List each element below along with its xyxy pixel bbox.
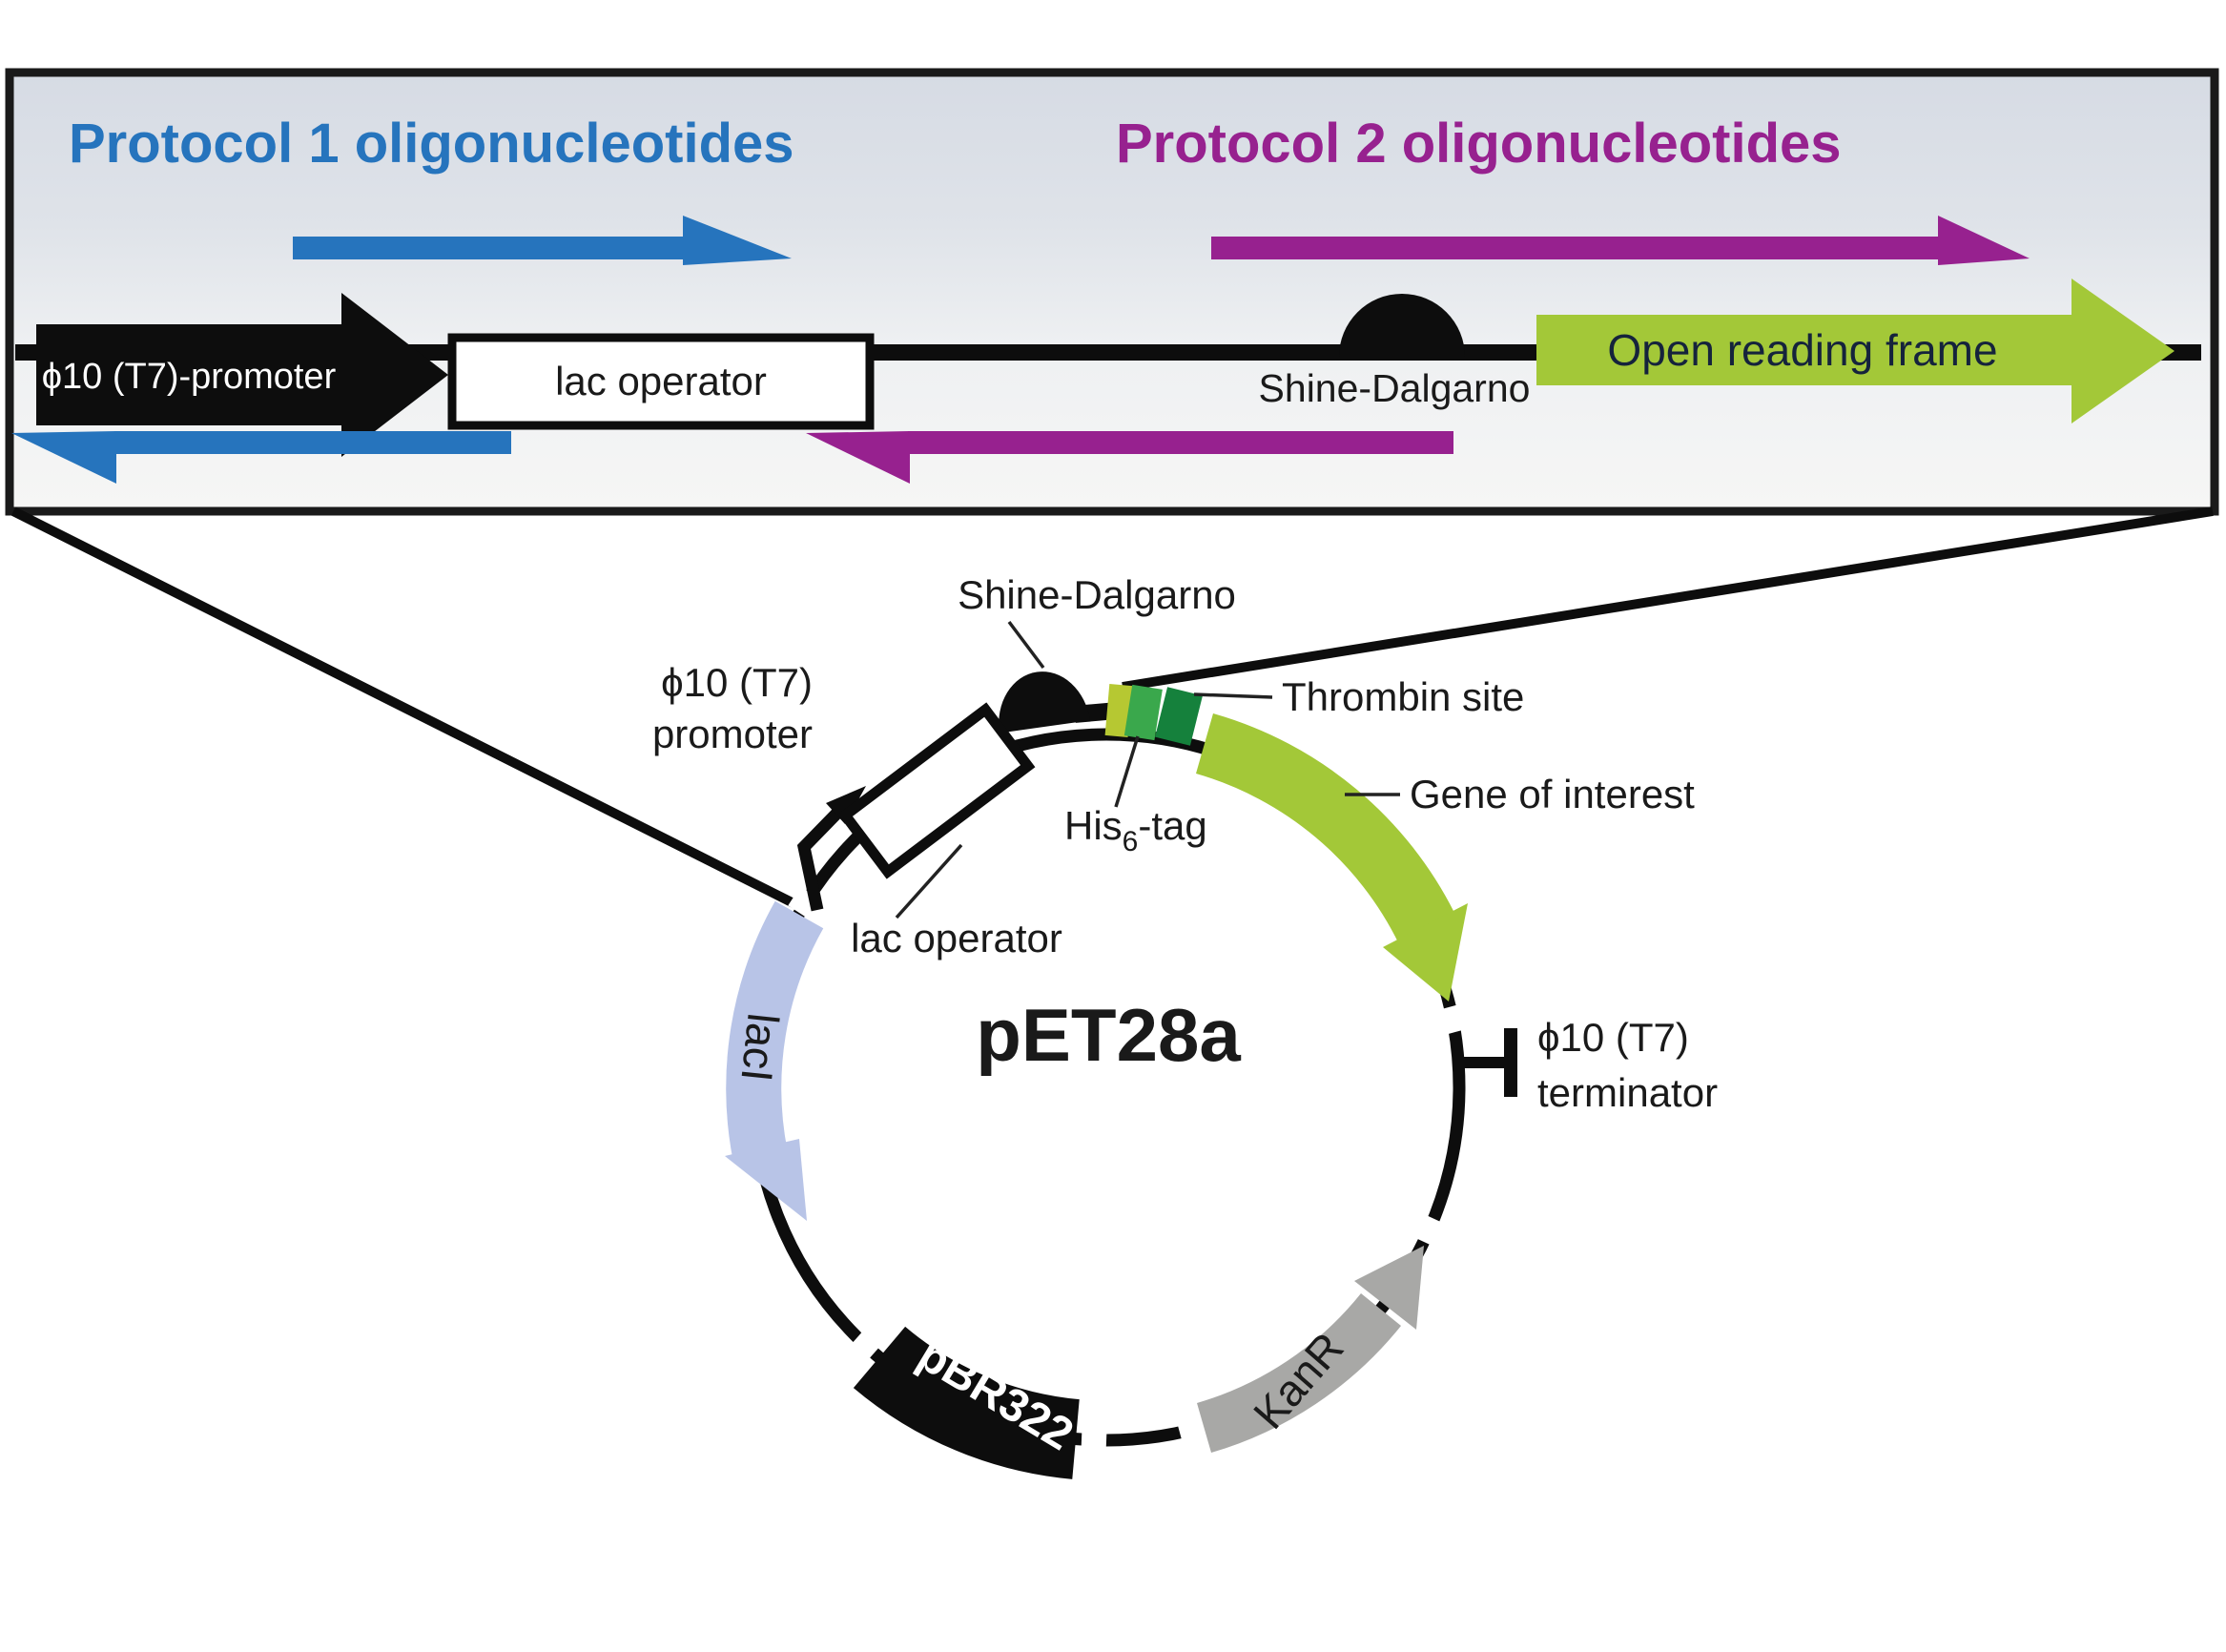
zoom-connector-right xyxy=(1122,506,2214,692)
his-tag-segment-outer xyxy=(1104,684,1133,737)
arrow-head xyxy=(683,216,792,265)
arrow-body xyxy=(908,431,1453,454)
his-leader xyxy=(1114,735,1140,808)
arrow-body xyxy=(114,431,511,454)
plasmid-shine-dalgarno-label: Shine-Dalgarno xyxy=(958,572,1236,617)
arrow-head xyxy=(806,431,910,484)
promoter-arrow-body xyxy=(36,324,341,425)
plasmid-lac-operator-label: lac operator xyxy=(851,916,1062,960)
arrow-head xyxy=(11,431,116,484)
gap-below-laci xyxy=(798,1219,833,1251)
his-tag-sub: 6 xyxy=(1123,826,1139,857)
terminator-label-line2: terminator xyxy=(1537,1070,1718,1115)
protocol2-heading: Protocol 2 oligonucleotides xyxy=(1116,113,1842,175)
plasmid-name: pET28a xyxy=(976,993,1241,1077)
plasmid-promoter-label-line2: promoter xyxy=(652,712,813,756)
laci-label: lacI xyxy=(732,1011,788,1084)
linear-shine-dalgarno-bump xyxy=(1339,294,1465,357)
linear-orf-label: Open reading frame xyxy=(1607,325,1997,375)
kanr-arrow xyxy=(1197,1246,1424,1453)
arrow-body xyxy=(293,237,690,259)
mid-green-segment xyxy=(1123,684,1163,741)
plasmid-lac-operator-box-group xyxy=(837,702,1036,879)
backbone-gap-separators xyxy=(788,886,1469,1455)
leader-lines xyxy=(895,620,1400,919)
protocol1-reverse-oligo-arrow xyxy=(11,431,511,484)
linear-lac-operator-label: lac operator xyxy=(555,359,767,403)
promoter-arrow-head xyxy=(341,293,448,457)
plasmid-promoter-label-line1: ϕ10 (T7) xyxy=(661,660,813,705)
orf-arrow-head xyxy=(2071,279,2174,423)
protocol1-heading-group: Protocol 1 oligonucleotides xyxy=(69,113,794,175)
dark-green-segment xyxy=(1155,687,1203,746)
sd-dome xyxy=(999,671,1090,733)
terminator-tbar xyxy=(1458,1028,1517,1097)
lime-segment xyxy=(1104,684,1133,737)
laci-head xyxy=(725,1139,807,1221)
linear-promoter-label: ϕ10 (T7)-promoter xyxy=(42,357,337,397)
gene-of-interest-arrow xyxy=(1196,713,1468,1002)
kanr-band xyxy=(1197,1293,1401,1453)
protocol2-heading-group: Protocol 2 oligonucleotides xyxy=(1116,113,1842,175)
arrow-head xyxy=(1938,216,2030,265)
protocol1-forward-oligo-arrow xyxy=(293,216,792,265)
pbr322-origin-block xyxy=(853,1326,1081,1479)
his-tag-post: -tag xyxy=(1138,803,1206,848)
lacop-leader xyxy=(895,843,963,919)
his-tag-segment xyxy=(1123,684,1163,741)
protocol1-heading: Protocol 1 oligonucleotides xyxy=(69,113,794,175)
gene-band xyxy=(1196,713,1456,944)
gene-head xyxy=(1383,903,1468,1002)
zoom-connector-left xyxy=(10,506,814,917)
linear-promoter-arrow xyxy=(36,293,448,457)
kanr-head xyxy=(1354,1246,1424,1330)
gap-before-kanr xyxy=(1176,1413,1208,1446)
thrombin-segment xyxy=(1155,687,1203,746)
gene-of-interest-label: Gene of interest xyxy=(1410,772,1695,816)
plasmid-promoter-arrow-head xyxy=(826,786,866,824)
thrombin-site-label: Thrombin site xyxy=(1282,674,1524,719)
his-tag-pre: His xyxy=(1064,803,1123,848)
thrombin-leader xyxy=(1193,692,1273,699)
terminator-label-line1: ϕ10 (T7) xyxy=(1537,1015,1689,1060)
protocol2-forward-oligo-arrow xyxy=(1211,216,2030,265)
linear-lac-operator-box xyxy=(447,333,875,430)
laci-label-group: lacI xyxy=(732,1011,788,1084)
plasmid-labels: Shine-Dalgarno Thrombin site Gene of int… xyxy=(652,572,1718,1115)
laci-band xyxy=(726,900,824,1161)
plasmid-lac-operator-box xyxy=(837,702,1036,879)
plasmid-shine-dalgarno-bump xyxy=(999,671,1090,733)
orf-arrow-body xyxy=(1536,315,2071,385)
arrow-body xyxy=(1211,237,1949,259)
protocol2-reverse-oligo-arrow xyxy=(806,431,1453,484)
his-tag-label: His6-tag xyxy=(1064,803,1207,857)
gap-after-kanr xyxy=(1412,1213,1447,1248)
plasmid-promoter-bent-arrow xyxy=(796,804,846,912)
gap-before-pbr322 xyxy=(848,1327,884,1363)
gap-after-gene xyxy=(1435,1003,1469,1036)
linear-orf-arrow xyxy=(1536,279,2174,423)
gap-after-pbr322 xyxy=(1081,1427,1107,1455)
linear-shine-dalgarno-label: Shine-Dalgarno xyxy=(1259,366,1531,410)
sd-leader xyxy=(1007,620,1045,670)
